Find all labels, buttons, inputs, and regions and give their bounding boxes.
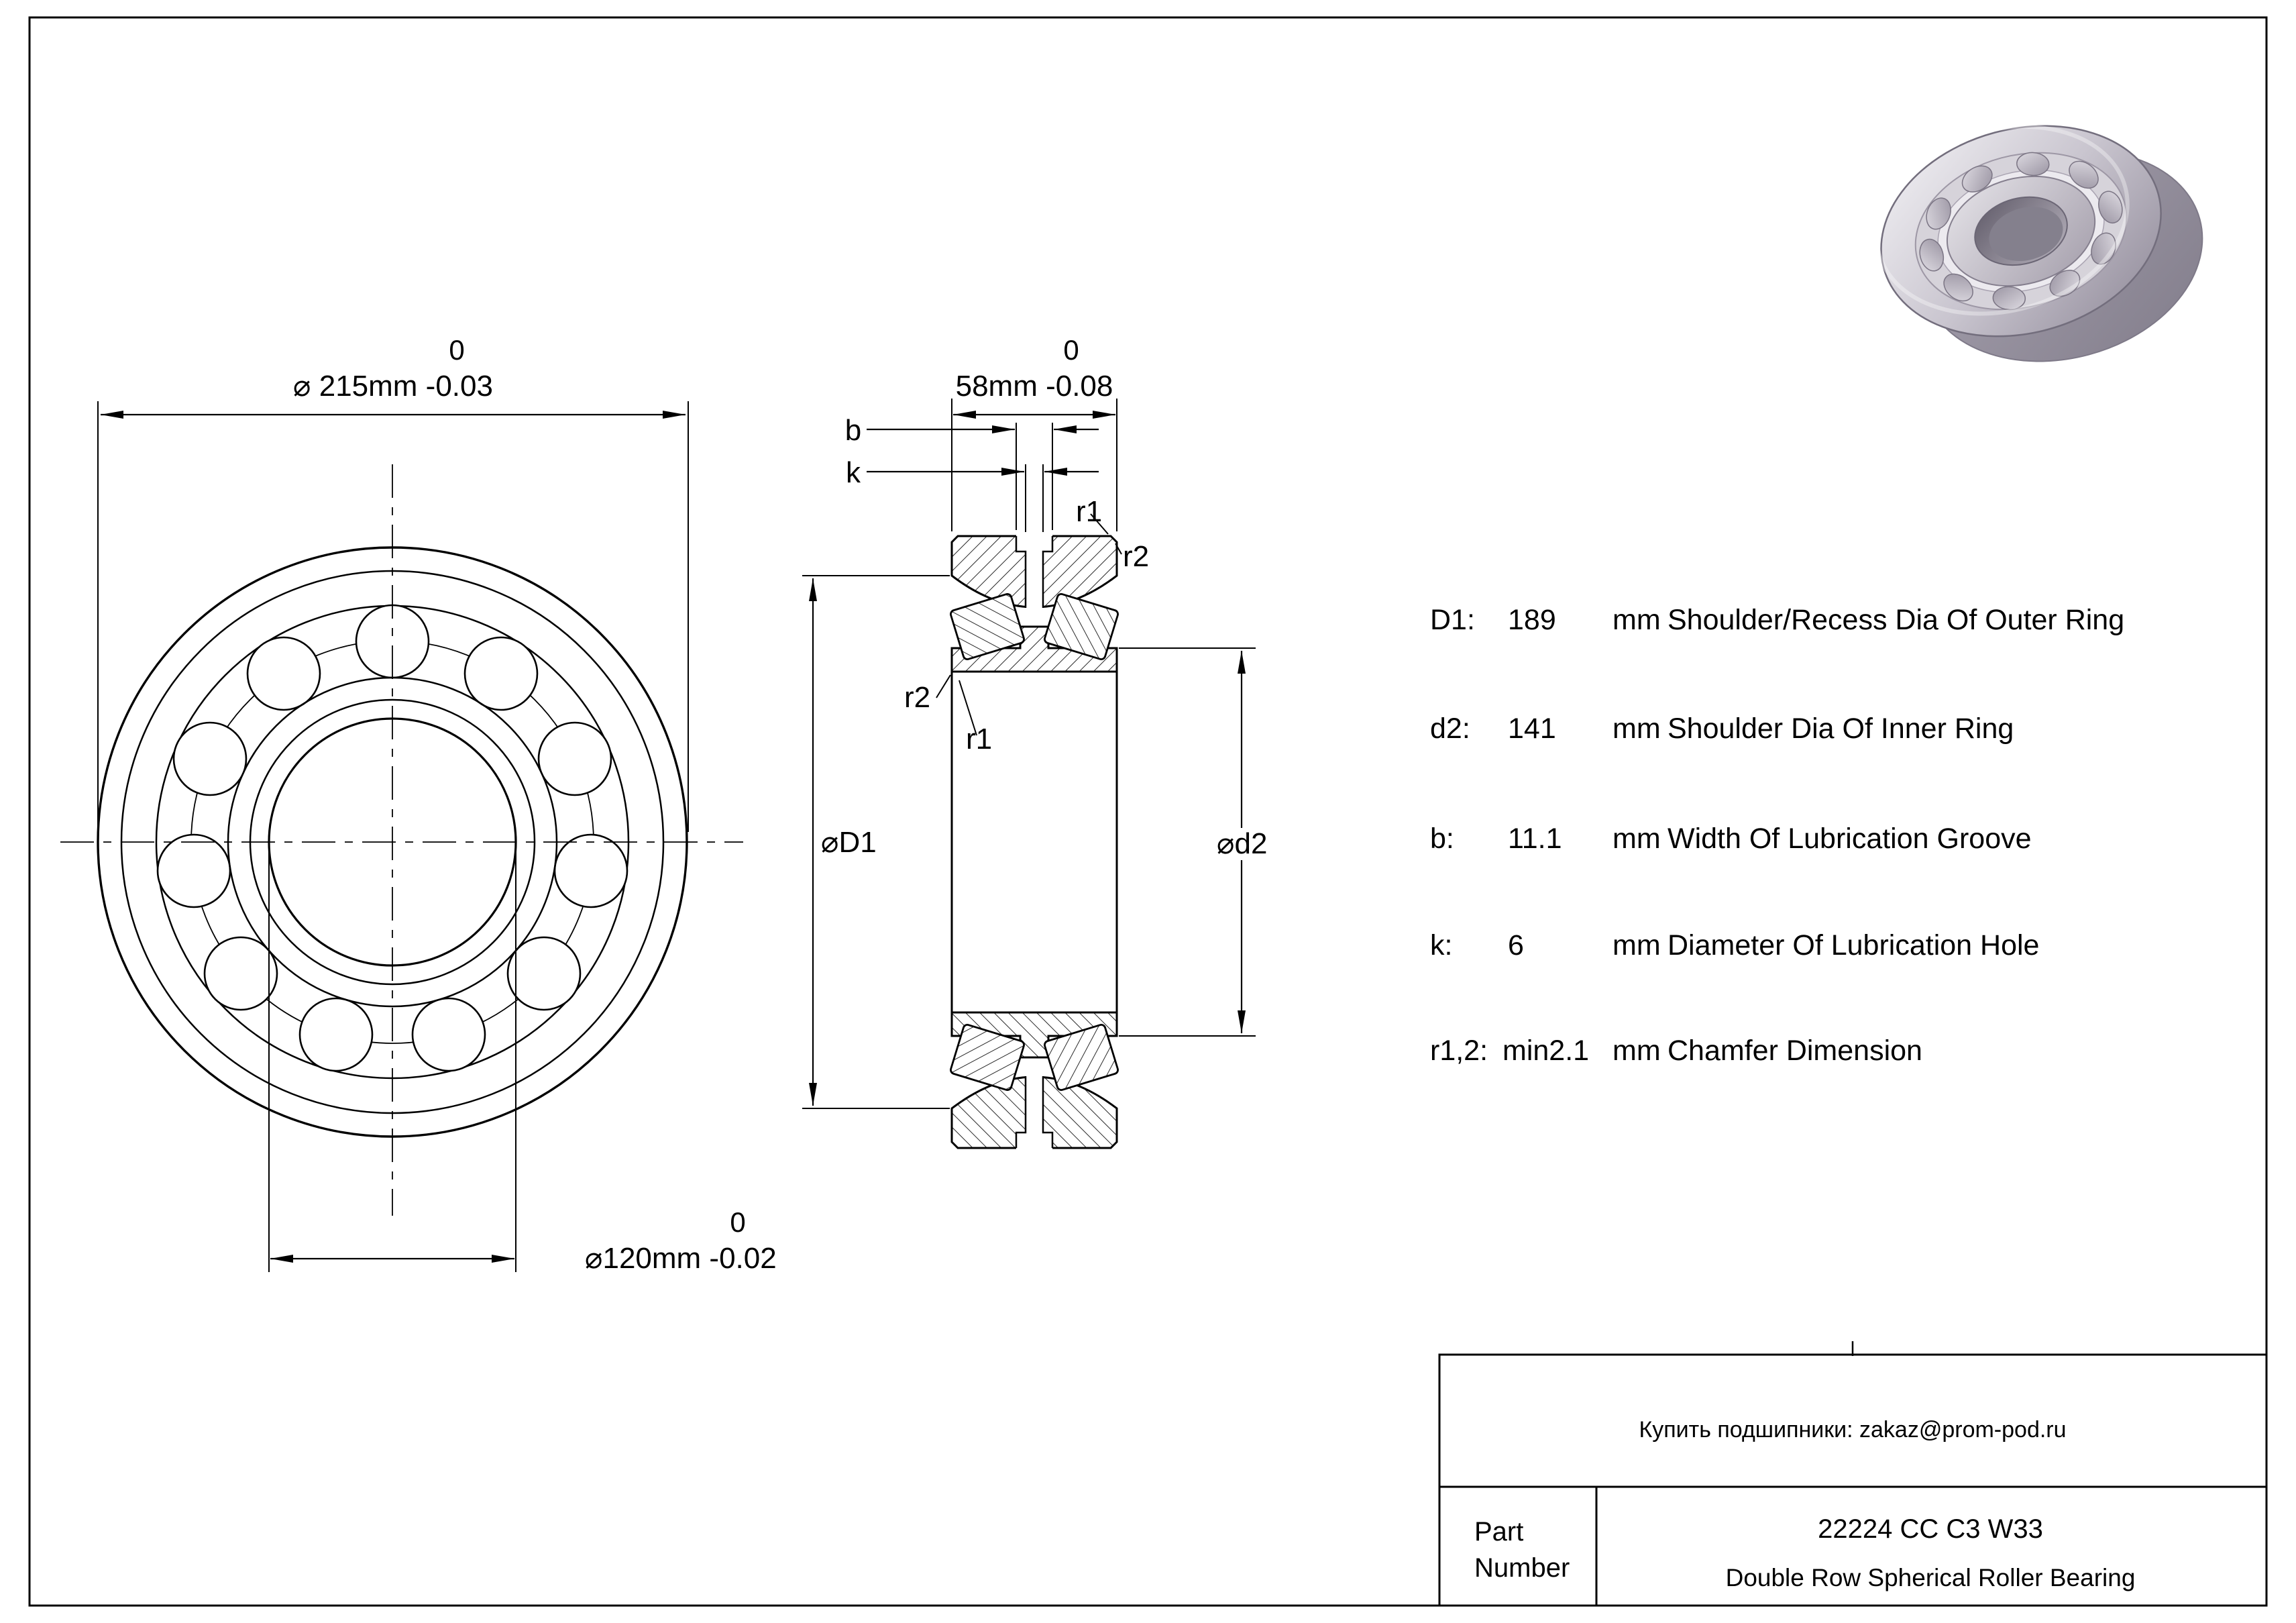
spec-name: b:: [1430, 823, 1454, 855]
photo-roller: [2016, 152, 2050, 176]
spec-desc: Shoulder Dia Of Inner Ring: [1668, 713, 2014, 745]
bearing-description: Double Row Spherical Roller Bearing: [1726, 1564, 2136, 1591]
roller-body: [950, 593, 1025, 660]
od-tolerance-upper: 0: [449, 334, 464, 366]
spec-unit: mm: [1612, 929, 1661, 961]
groove-width-label: b: [845, 414, 861, 447]
d1-dimension: [802, 575, 950, 1109]
spec-name: k:: [1430, 929, 1452, 961]
label-backing: [1213, 828, 1282, 860]
bore-dimension-text: ⌀120mm -0.02: [585, 1242, 777, 1275]
roller-body: [1044, 593, 1119, 660]
roller: [537, 721, 612, 796]
width-dimension: [951, 399, 1117, 531]
outer-shoulder-label: ⌀D1: [821, 826, 877, 859]
spec-value: 11.1: [1508, 823, 1562, 855]
groove-width-dimension: [867, 423, 1099, 530]
spec-unit: mm: [1612, 823, 1661, 855]
width-dimension-text: 58mm -0.08: [956, 370, 1113, 403]
roller: [411, 997, 486, 1072]
spec-value: 6: [1508, 929, 1524, 961]
bearing-photo-rollers: [1919, 152, 2123, 311]
leader-line: [1115, 543, 1122, 555]
leader-line: [1090, 513, 1109, 535]
spec-unit: mm: [1612, 713, 1661, 745]
chamfer-r2-top-label: r2: [1123, 540, 1149, 573]
chamfer-r1-side-label: r1: [966, 723, 992, 755]
part-number-label-line1: Part: [1474, 1517, 1523, 1547]
spec-value: 141: [1508, 713, 1556, 745]
chamfer-r1-top-label: r1: [1076, 495, 1102, 528]
roller: [553, 833, 628, 908]
photo-roller: [1926, 197, 1951, 230]
part-number-value: 22224 CC C3 W33: [1818, 1514, 2043, 1544]
spec-desc: Diameter Of Lubrication Hole: [1668, 929, 2039, 961]
roller-section-right: [1044, 593, 1119, 660]
photo-roller: [1919, 238, 1945, 272]
width-tolerance-upper: 0: [1063, 334, 1079, 366]
leader-line: [936, 674, 951, 698]
spec-desc: Width Of Lubrication Groove: [1668, 823, 2032, 855]
spec-desc: Chamfer Dimension: [1668, 1035, 1922, 1067]
chamfer-r2-side-label: r2: [904, 681, 930, 714]
photo-roller: [1943, 273, 1973, 302]
spec-name: d2:: [1430, 713, 1470, 745]
spec-unit: mm: [1612, 604, 1661, 636]
od-dimension-text: ⌀ 215mm -0.03: [293, 370, 493, 403]
spec-unit: mm: [1612, 1035, 1661, 1067]
part-number-label-line2: Number: [1474, 1553, 1570, 1583]
page-border: [28, 16, 2268, 1607]
photo-roller: [1992, 286, 2026, 311]
hole-dia-label: k: [846, 456, 861, 489]
spec-value: 189: [1508, 604, 1556, 636]
bearing-photo: [1875, 124, 2203, 362]
roller: [246, 636, 321, 711]
bore-dimension: [268, 844, 516, 1272]
bore-tolerance-upper: 0: [730, 1206, 745, 1238]
roller: [463, 636, 539, 711]
section-lower-half: [948, 1011, 1120, 1153]
photo-roller: [2069, 160, 2099, 189]
title-block: Купить подшипники: zakaz@prom-pod.ru Par…: [1438, 1341, 2268, 1607]
contact-note: Купить подшипники: zakaz@prom-pod.ru: [1639, 1417, 2066, 1443]
photo-roller: [1961, 165, 1993, 193]
inner-shoulder-label: ⌀d2: [1217, 827, 1267, 860]
spec-desc: Shoulder/Recess Dia Of Outer Ring: [1668, 604, 2124, 636]
spec-name: D1:: [1430, 604, 1475, 636]
photo-roller: [2098, 191, 2123, 224]
roller: [506, 936, 582, 1011]
spec-value: min2.1: [1502, 1035, 1589, 1067]
od-dimension: [97, 401, 689, 832]
lubrication-groove-outline: [1015, 536, 1054, 608]
spec-name: r1,2:: [1430, 1035, 1488, 1067]
lubrication-hole-cut: [1026, 533, 1043, 609]
front-view: [60, 464, 743, 1216]
roller-section-left: [950, 593, 1025, 660]
bearing-photo-highlight: [1875, 124, 2130, 316]
roller: [156, 833, 231, 908]
roller: [298, 997, 374, 1072]
section-upper-half: [950, 533, 1119, 673]
leader-line: [959, 680, 977, 736]
hole-dia-dimension: [867, 464, 1099, 532]
photo-roller: [2049, 270, 2081, 297]
roller-set: [156, 604, 628, 1072]
roller: [172, 721, 248, 796]
photo-roller: [2091, 232, 2116, 265]
bearing-photo-bore-shadow: [1989, 207, 2063, 262]
roller: [203, 936, 278, 1011]
